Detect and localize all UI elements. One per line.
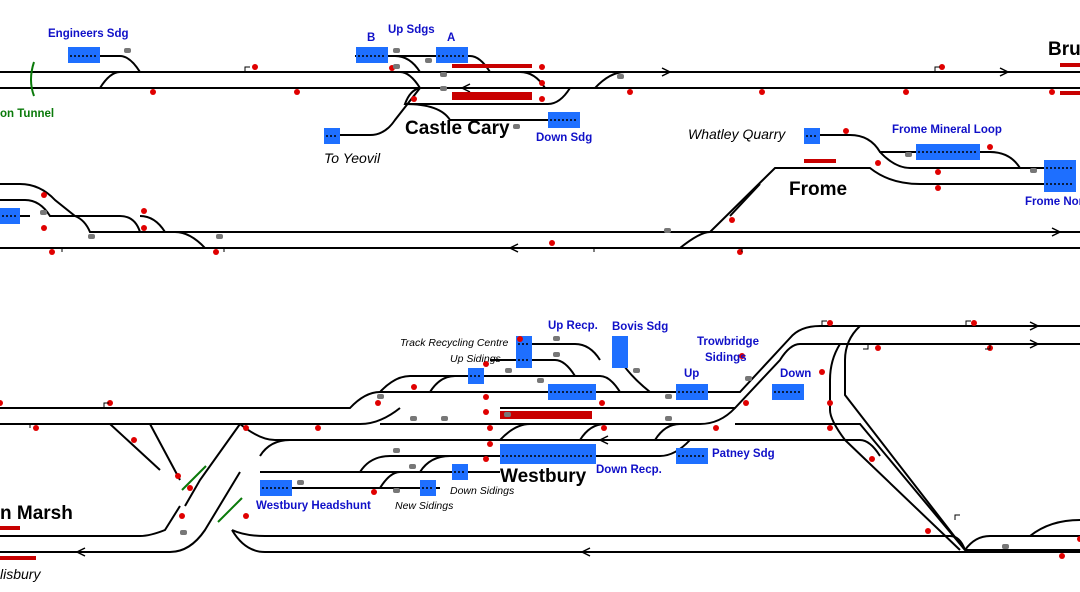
label-marsh: n Marsh	[0, 503, 73, 524]
platform-tracks	[2, 55, 1074, 489]
label-engineers-sdg: Engineers Sdg	[48, 28, 129, 40]
platform-frome-north[interactable]	[1044, 160, 1076, 192]
label-westbury-headshunt: Westbury Headshunt	[256, 500, 371, 512]
label-new-sidings: New Sidings	[395, 500, 454, 512]
label-frome-mineral-loop: Frome Mineral Loop	[892, 124, 1002, 136]
label-up-recp: Up Recp.	[548, 320, 598, 332]
platforms	[0, 47, 1076, 496]
label-castle-cary: Castle Cary	[405, 118, 510, 139]
label-to-yeovil: To Yeovil	[324, 150, 381, 166]
occupied-whatley[interactable]	[804, 159, 836, 163]
label-trowbridge-1: Trowbridge	[697, 336, 759, 348]
label-down: Down	[780, 368, 812, 380]
label-bovis-sdg: Bovis Sdg	[612, 321, 669, 333]
tunnel-portals	[30, 61, 243, 523]
label-bru: Bru	[1048, 39, 1080, 60]
occupied-castle-cary-down[interactable]	[452, 92, 532, 100]
label-frome: Frome	[789, 179, 848, 200]
occupied-westbury-up[interactable]	[500, 411, 592, 419]
signal-posts	[25, 66, 991, 520]
occupied-bru-up[interactable]	[1060, 63, 1080, 67]
label-up-sidings: Up Sidings	[450, 353, 501, 365]
label-up: Up	[684, 368, 700, 380]
label-b: B	[367, 32, 376, 44]
label-tunnel: on Tunnel	[0, 108, 55, 120]
platform-up-sdg-a[interactable]	[436, 47, 468, 63]
track-network	[0, 55, 1080, 553]
label-westbury: Westbury	[500, 466, 587, 487]
label-a: A	[447, 32, 456, 44]
platform-westbury-down[interactable]	[500, 444, 596, 464]
label-up-sdgs: Up Sdgs	[388, 24, 435, 36]
label-down-sdg: Down Sdg	[536, 132, 593, 144]
label-track-recycling: Track Recycling Centre	[400, 337, 509, 349]
label-down-recp: Down Recp.	[596, 464, 662, 476]
label-whatley-quarry: Whatley Quarry	[688, 126, 786, 142]
label-lisbury: lisbury	[0, 566, 41, 582]
point-indicators	[40, 48, 1037, 549]
occupied-sections	[0, 63, 1080, 560]
label-frome-north: Frome Nor	[1025, 196, 1080, 208]
platform-up-sdg-b[interactable]	[356, 47, 388, 63]
label-patney-sdg: Patney Sdg	[712, 448, 775, 460]
occupied-castle-cary-up[interactable]	[452, 64, 532, 68]
label-down-sidings: Down Sidings	[450, 485, 515, 497]
platform-bovis-sdg[interactable]	[612, 336, 628, 368]
occupied-bru-down[interactable]	[1060, 91, 1080, 95]
direction-arrows	[75, 67, 1062, 557]
platform-engineers-sdg[interactable]	[68, 47, 100, 63]
signals	[0, 64, 1080, 559]
label-trowbridge-2: Sidings	[705, 352, 747, 364]
occupied-marsh[interactable]	[0, 526, 20, 530]
occupied-lisbury[interactable]	[0, 556, 36, 560]
